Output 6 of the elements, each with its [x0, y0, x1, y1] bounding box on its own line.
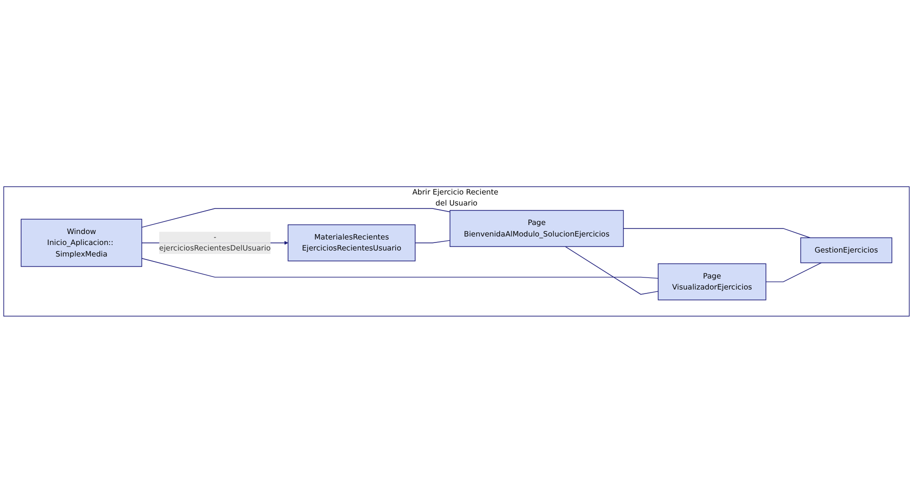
- connector: [414, 240, 450, 243]
- connector: [623, 228, 810, 238]
- connector: [141, 208, 450, 228]
- connector: [766, 262, 822, 282]
- connector: [564, 246, 659, 294]
- connector: [141, 258, 659, 278]
